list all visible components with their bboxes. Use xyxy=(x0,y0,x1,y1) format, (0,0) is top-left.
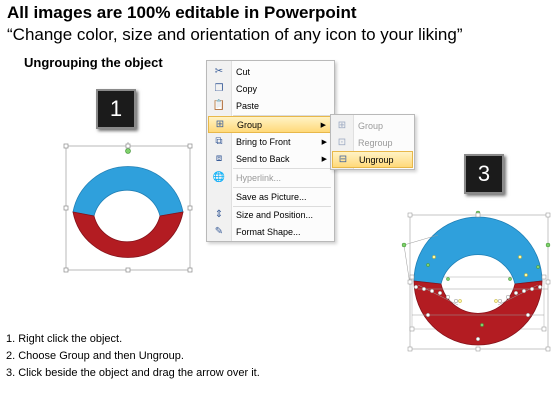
menu-item-label: Send to Back xyxy=(236,153,290,164)
adjust-handles[interactable] xyxy=(432,255,528,303)
menu-item-format-shape[interactable]: ✎ Format Shape... xyxy=(208,223,333,240)
submenu-arrow-icon: ▶ xyxy=(321,155,327,163)
menu-item-size-and-position[interactable]: ⇕ Size and Position... xyxy=(208,206,333,223)
submenu-item-group: ⊞ Group xyxy=(332,117,413,134)
context-menu: ✂ Cut ❐ Copy 📋 Paste ⊞ Group ▶ ⧉ Bring t… xyxy=(206,60,335,242)
submenu-arrow-icon: ▶ xyxy=(321,138,327,146)
menu-item-send-to-back[interactable]: ⧈ Send to Back ▶ xyxy=(208,150,333,167)
instruction-step-3: 3. Click beside the object and drag the … xyxy=(6,367,260,379)
menu-separator xyxy=(233,168,331,169)
instruction-step-2: 2. Choose Group and then Ungroup. xyxy=(6,350,184,362)
menu-item-copy[interactable]: ❐ Copy xyxy=(208,80,333,97)
ring-top-piece[interactable] xyxy=(413,216,543,285)
rotate-handle[interactable] xyxy=(125,148,131,154)
submenu-item-label: Group xyxy=(358,120,384,131)
menu-item-hyperlink: 🌐 Hyperlink... xyxy=(208,169,333,186)
menu-item-paste[interactable]: 📋 Paste xyxy=(208,97,333,114)
group-icon: ⊞ xyxy=(215,119,225,130)
menu-item-save-as-picture[interactable]: Save as Picture... xyxy=(208,188,333,205)
ring-bottom-half[interactable] xyxy=(72,211,184,258)
instruction-step-1: 1. Right click the object. xyxy=(6,333,123,345)
menu-item-group[interactable]: ⊞ Group ▶ xyxy=(208,116,333,133)
regroup-icon: ⊡ xyxy=(337,137,347,148)
submenu-item-label: Regroup xyxy=(358,137,393,148)
step-badge-3: 3 xyxy=(464,154,504,194)
menu-item-label: Save as Picture... xyxy=(236,191,307,202)
group-submenu: ⊞ Group ⊡ Regroup ⊟ Ungroup xyxy=(330,114,415,170)
scissors-icon: ✂ xyxy=(214,66,224,77)
menu-item-bring-to-front[interactable]: ⧉ Bring to Front ▶ xyxy=(208,133,333,150)
menu-separator xyxy=(233,187,331,188)
ungroup-icon: ⊟ xyxy=(338,154,348,165)
copy-icon: ❐ xyxy=(214,83,224,94)
menu-item-label: Format Shape... xyxy=(236,226,301,237)
menu-item-cut[interactable]: ✂ Cut xyxy=(208,63,333,80)
menu-item-label: Size and Position... xyxy=(236,209,314,220)
submenu-arrow-icon: ▶ xyxy=(320,121,326,129)
ungrouped-ring-shape[interactable] xyxy=(398,205,556,355)
menu-separator xyxy=(233,206,331,207)
submenu-item-label: Ungroup xyxy=(359,154,394,165)
submenu-item-ungroup[interactable]: ⊟ Ungroup xyxy=(332,151,413,168)
grouped-ring-shape[interactable] xyxy=(62,142,194,274)
menu-item-label: Copy xyxy=(236,83,258,94)
paste-icon: 📋 xyxy=(212,100,226,111)
bring-to-front-icon: ⧉ xyxy=(215,136,223,147)
page-subtitle: “Change color, size and orientation of a… xyxy=(7,25,463,44)
section-heading: Ungrouping the object xyxy=(24,55,163,70)
rotate-handles[interactable] xyxy=(401,210,551,327)
menu-item-label: Cut xyxy=(236,66,251,77)
resize-handles[interactable] xyxy=(407,212,551,352)
page-title: All images are 100% editable in Powerpoi… xyxy=(7,3,357,22)
step-badge-1: 1 xyxy=(96,89,136,129)
menu-item-label: Hyperlink... xyxy=(236,172,282,183)
instructions-list: 1. Right click the object. 2. Choose Gro… xyxy=(6,331,260,382)
format-shape-icon: ✎ xyxy=(214,226,224,237)
menu-separator xyxy=(233,115,331,116)
menu-icon-gutter xyxy=(207,61,232,241)
menu-item-label: Group xyxy=(237,119,263,130)
submenu-item-regroup: ⊡ Regroup xyxy=(332,134,413,151)
resize-handles[interactable] xyxy=(63,143,193,273)
ring-top-half[interactable] xyxy=(72,166,184,217)
group-icon: ⊞ xyxy=(337,120,347,131)
menu-item-label: Paste xyxy=(236,100,260,111)
size-position-icon: ⇕ xyxy=(214,209,224,220)
hyperlink-icon: 🌐 xyxy=(212,172,226,183)
menu-item-label: Bring to Front xyxy=(236,136,291,147)
send-to-back-icon: ⧈ xyxy=(215,153,223,164)
